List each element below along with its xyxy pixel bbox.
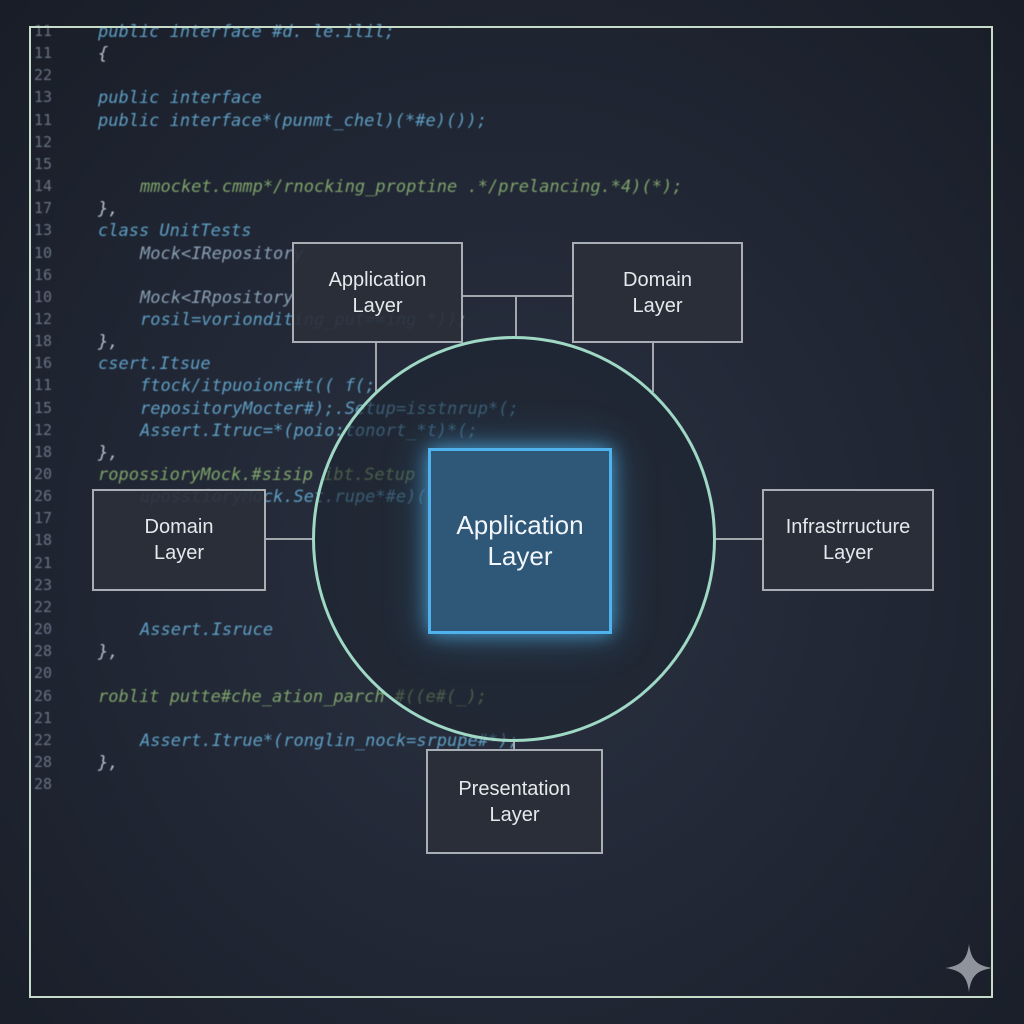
domain-layer-left-box[interactable]: Domain Layer [92,489,266,591]
box-label-line2: Layer [632,294,683,317]
box-label-line1: Application [328,268,427,291]
code-text: }, [98,752,119,773]
code-text: public interface [98,88,262,109]
core-label-line1: Application [456,510,584,540]
code-text: mmocket.cmmp*/rnocking_proptine .*/prela… [140,177,683,198]
line-number: 28 [34,775,53,794]
line-number: 10 [34,287,53,306]
line-number: 22 [34,66,53,85]
infrastructure-layer-box[interactable]: Infrastrructure Layer [762,489,934,591]
line-number: 17 [34,509,53,528]
line-number: 16 [34,265,53,284]
code-text: { [98,44,109,65]
box-label-line2: Layer [352,294,403,317]
line-number: 28 [34,642,53,661]
code-text: Mock<IRpository [140,287,294,308]
line-number: 17 [34,199,53,218]
domain-layer-top-box[interactable]: Domain Layer [572,242,743,343]
line-number: 20 [34,465,53,483]
line-number: 26 [34,686,53,705]
application-layer-top-box[interactable]: Application Layer [292,242,463,343]
box-label-line2: Layer [822,542,874,564]
code-text: Assert.Itrue*(ronglin_nock=srpupe#*); [140,730,519,751]
code-text: }, [98,642,119,663]
line-number: 10 [34,243,53,262]
line-number: 11 [34,376,53,395]
line-number: 21 [34,553,53,572]
code-text: public interface*(punmt_chel)(*#e)()); [98,110,487,131]
sparkle-icon [945,944,993,992]
line-number: 28 [34,752,53,771]
line-number: 18 [34,442,53,461]
line-number: 11 [34,110,53,129]
application-layer-core-box[interactable]: Application Layer [428,448,612,634]
code-text: }, [98,442,119,463]
line-number: 22 [34,730,53,749]
box-label-line1: Infrastrructure [785,516,911,538]
box-label-line1: Domain [623,268,692,291]
outer-frame [29,26,993,998]
box-label-line1: Presentation [458,777,571,800]
code-text: }, [98,199,119,220]
line-number: 12 [34,309,53,328]
presentation-layer-box[interactable]: Presentation Layer [426,749,603,854]
line-number: 11 [34,44,53,63]
line-number: 14 [34,177,53,196]
line-number: 15 [34,154,53,173]
line-number: 15 [34,398,53,417]
box-label-line2: Layer [489,803,540,826]
line-number: 18 [34,332,53,351]
code-text: csert.Itsue [98,354,211,375]
line-number: 23 [34,575,53,594]
line-number: 18 [34,531,53,550]
code-text: Assert.Isruce [140,620,274,641]
line-number: 16 [34,354,53,373]
line-number: 12 [34,420,53,439]
line-number: 20 [34,664,53,683]
line-number: 20 [34,620,53,639]
box-label-line2: Layer [153,542,205,564]
line-number: 21 [34,708,53,727]
code-text: class UnitTests [98,221,252,242]
code-text: Mock<IRepository [140,243,304,264]
code-text: ftock/itpuoionc#t(( f(; [140,376,376,397]
line-number: 26 [34,487,53,506]
line-number: 22 [34,597,53,616]
line-number: 13 [34,88,53,107]
code-text: }, [98,332,119,353]
box-label-line1: Domain [144,516,214,538]
line-number: 12 [34,132,53,151]
core-label-line2: Layer [487,541,553,571]
line-number: 13 [34,221,53,240]
